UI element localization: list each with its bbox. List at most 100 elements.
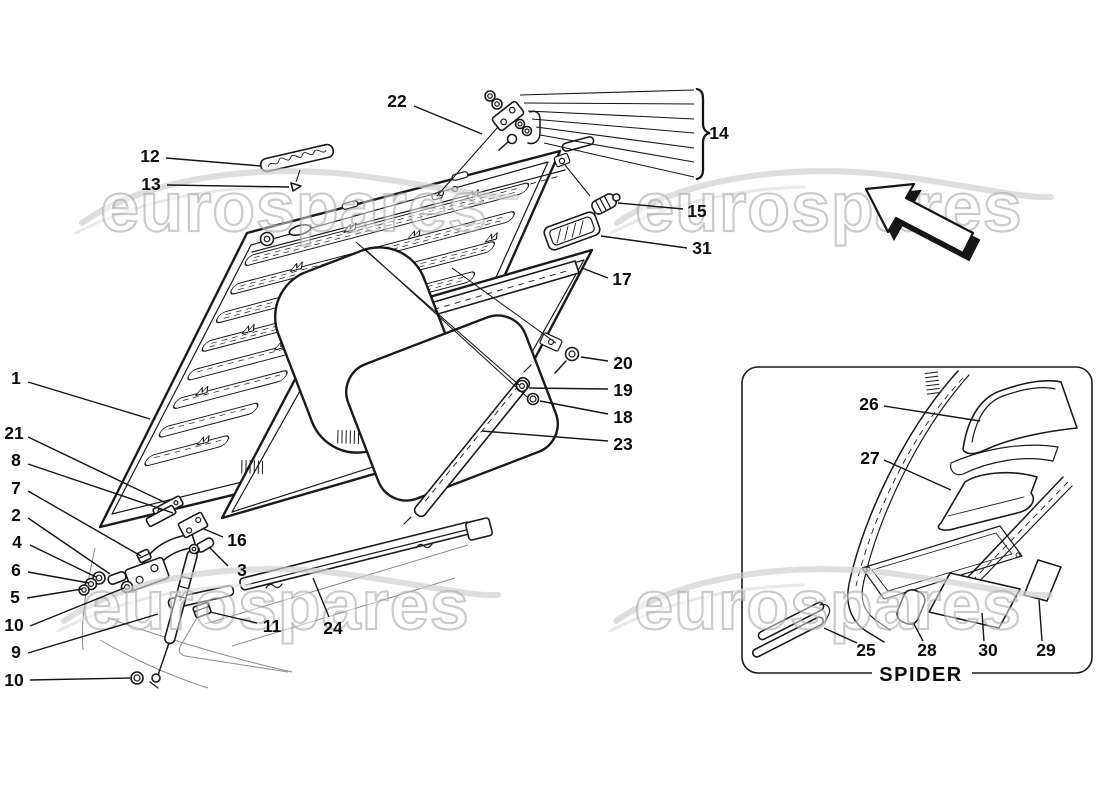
leader-line-11 <box>209 611 258 624</box>
leader-line-27 <box>883 459 952 491</box>
callout-27: 27 <box>860 448 879 468</box>
callout-10: 10 <box>4 670 24 690</box>
watermark-text: eurospares <box>100 168 487 246</box>
reference-line <box>295 169 301 183</box>
callout-28: 28 <box>917 640 937 660</box>
watermark-swoosh-minor <box>609 185 806 235</box>
callout-31: 31 <box>692 238 712 258</box>
callout-21: 21 <box>4 423 24 443</box>
leader-line-8 <box>27 463 174 514</box>
leader-line-30 <box>981 612 985 642</box>
watermark-swoosh-minor <box>74 185 271 235</box>
leader-line-17 <box>581 267 609 279</box>
direction-arrow <box>864 182 981 262</box>
leader-line-29 <box>1038 599 1043 642</box>
callout-18: 18 <box>613 407 633 427</box>
callout-1: 1 <box>11 368 21 388</box>
callout-16: 16 <box>227 530 247 550</box>
watermark-swoosh <box>613 566 1053 624</box>
seal-strip-23 <box>403 364 532 525</box>
leader-line-10 <box>29 677 131 681</box>
callout-17: 17 <box>612 269 631 289</box>
screw-15 <box>591 193 621 215</box>
callout-13: 13 <box>141 174 161 194</box>
callout-14: 14 <box>709 123 729 143</box>
callout-22: 22 <box>387 91 407 111</box>
watermark-swoosh-minor <box>56 583 253 633</box>
callout-7: 7 <box>11 478 21 498</box>
leader-line-6 <box>27 571 90 584</box>
callout-4: 4 <box>12 532 22 552</box>
leader-line-20 <box>580 356 609 362</box>
callout-8: 8 <box>11 450 21 470</box>
reference-line <box>365 249 528 398</box>
leader-line-19 <box>528 387 609 390</box>
fan-line-14 <box>519 89 695 96</box>
fasteners-18-19-20 <box>515 346 580 406</box>
callout-3: 3 <box>237 560 247 580</box>
leader-line-3 <box>209 547 229 567</box>
leader-line-9 <box>27 613 159 654</box>
callout-15: 15 <box>687 201 707 221</box>
callout-6: 6 <box>11 560 21 580</box>
leader-line-31 <box>600 235 688 249</box>
reference-line <box>564 164 591 197</box>
callout-30: 30 <box>978 640 998 660</box>
watermark-swoosh-minor <box>608 583 805 633</box>
callout-26: 26 <box>859 394 879 414</box>
leader-line-5 <box>26 588 83 599</box>
brace-14 <box>695 87 711 181</box>
callout-labels-layer: SPIDER 121872465109101213221415311720191… <box>4 91 1056 690</box>
leader-lines-layer <box>26 89 1043 681</box>
watermark-swoosh <box>614 168 1054 226</box>
car-body-ghost-lines <box>81 544 469 689</box>
callout-20: 20 <box>613 353 633 373</box>
leader-line-12 <box>165 157 262 167</box>
callout-24: 24 <box>323 618 343 638</box>
leader-line-25 <box>823 627 858 644</box>
leader-line-24 <box>312 577 330 618</box>
watermark-swoosh <box>61 566 501 624</box>
leader-line-10 <box>29 587 125 627</box>
badge-pin <box>290 182 302 192</box>
leader-line-13 <box>166 184 290 188</box>
leader-line-2 <box>27 517 111 575</box>
leader-line-7 <box>27 490 142 557</box>
fan-line-14 <box>535 126 695 149</box>
watermark-text: eurospares <box>82 566 469 644</box>
watermark-text: eurospares <box>634 566 1021 644</box>
callout-19: 19 <box>613 380 633 400</box>
callout-11: 11 <box>263 616 282 636</box>
reference-line <box>436 126 499 197</box>
leader-line-18 <box>539 400 609 415</box>
leader-line-28 <box>913 623 924 642</box>
fan-line-14 <box>543 142 695 178</box>
fan-line-14 <box>527 110 695 120</box>
leader-line-21 <box>27 436 167 504</box>
inset-title: SPIDER <box>879 664 962 686</box>
watermark-swoosh <box>79 168 519 226</box>
callout-29: 29 <box>1036 640 1056 660</box>
callout-5: 5 <box>10 587 20 607</box>
leader-line-26 <box>883 405 981 422</box>
reference-line <box>451 267 557 344</box>
callout-9: 9 <box>11 642 21 662</box>
callout-12: 12 <box>140 146 160 166</box>
fan-line-14 <box>523 102 695 105</box>
leader-line-15 <box>617 202 684 210</box>
callout-23: 23 <box>613 434 633 454</box>
leader-line-23 <box>481 430 609 442</box>
leader-line-1 <box>27 381 151 420</box>
callout-25: 25 <box>856 640 876 660</box>
grille-31 <box>543 211 601 251</box>
callout-10: 10 <box>4 615 24 635</box>
ferrari-script-badge <box>259 143 335 192</box>
fan-line-14 <box>539 134 695 163</box>
fan-line-14 <box>531 118 695 134</box>
leader-line-4 <box>29 544 97 578</box>
leader-line-22 <box>413 105 483 135</box>
callout-2: 2 <box>11 505 21 525</box>
